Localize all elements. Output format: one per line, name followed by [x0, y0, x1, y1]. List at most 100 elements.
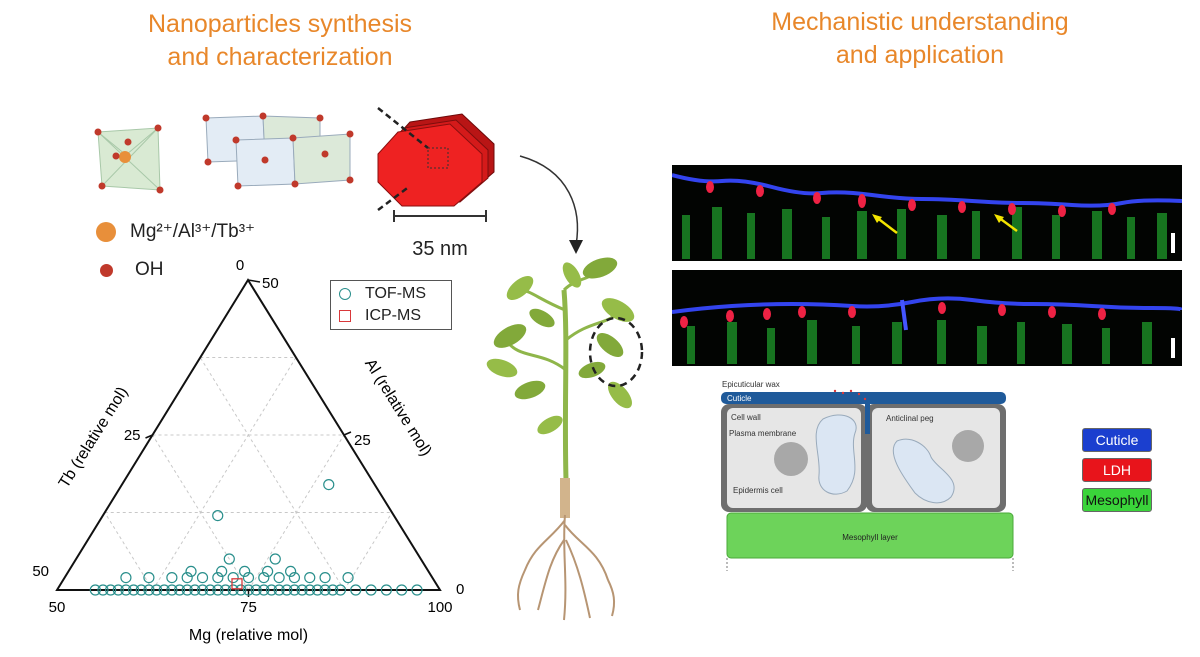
legend-item-icp: ICP-MS: [331, 305, 451, 327]
tof-ms-point: [212, 572, 224, 584]
left-title-line-1: Nanoparticles synthesis: [147, 10, 412, 38]
tick-mg-100: 100: [427, 599, 452, 616]
tof-ms-point: [319, 584, 331, 596]
ternary-legend: TOF-MS ICP-MS: [330, 280, 452, 330]
tof-ms-point: [196, 572, 209, 584]
tof-ms-point: [285, 565, 297, 577]
label-mesophyll-layer: Mesophyll layer: [842, 533, 898, 542]
tof-ms-point: [120, 584, 132, 596]
hexagonal-platelet: [377, 113, 495, 207]
tof-ms-point: [219, 584, 232, 596]
vacuole-left: [815, 414, 857, 495]
tof-ms-point: [89, 584, 101, 596]
tof-ms-marker: [339, 288, 351, 300]
label-cuticle: Cuticle: [727, 394, 752, 403]
icp-ms-marker: [339, 310, 351, 322]
hydroxide-legend: OH: [100, 259, 164, 281]
microscopy-image-top: [672, 165, 1182, 261]
tick-mark: [145, 434, 153, 439]
scale-bar: [393, 210, 487, 222]
vacuole-right: [892, 438, 955, 504]
crystal-structure-illustration: [94, 112, 354, 194]
legend-tof-label: TOF-MS: [365, 285, 427, 302]
tick-tb-50: 50: [32, 563, 49, 580]
tof-ms-point: [380, 584, 392, 596]
al-axis-label: Al (relative mol): [361, 356, 434, 459]
tof-ms-point: [258, 584, 270, 596]
nucleus-left: [774, 442, 808, 476]
mesophyll-layer: [726, 512, 1014, 559]
tof-ms-point: [212, 584, 224, 596]
tof-ms-point: [250, 584, 262, 596]
key-ldh: LDH: [1082, 458, 1152, 482]
tick-tb-0: 0: [236, 257, 244, 274]
tick-al-0: 0: [456, 581, 464, 598]
tick-mg-75: 75: [240, 599, 257, 616]
zoom-line-top: [377, 107, 429, 149]
right-title-line-1: Mechanistic understanding: [771, 8, 1069, 36]
tof-ms-point: [396, 584, 408, 596]
tof-ms-point: [350, 584, 362, 596]
tof-ms-point: [258, 572, 270, 584]
gridline: [152, 434, 249, 591]
nucleus-right: [952, 430, 984, 462]
tof-ms-point: [216, 565, 228, 577]
tof-ms-point: [196, 584, 209, 596]
zoom-line-bottom: [377, 185, 411, 211]
tof-ms-point: [265, 584, 278, 596]
tof-ms-point: [97, 584, 109, 596]
tick-al-50: 50: [262, 275, 279, 292]
tof-ms-point: [269, 553, 281, 565]
tof-ms-point: [166, 584, 178, 596]
plant-illustration: [486, 155, 644, 621]
tick-mark: [343, 431, 352, 436]
mg-axis-label: Mg (relative mol): [189, 627, 308, 644]
tof-ms-point: [342, 572, 354, 584]
tof-ms-point: [181, 584, 193, 596]
tof-ms-point: [185, 565, 197, 577]
layered-octahedra: [202, 112, 354, 190]
epidermis-diagram: Epicuticular wax Cuticle Cell wall Plasm…: [721, 380, 1014, 571]
plant-roots: [516, 478, 616, 621]
label-cell-wall: Cell wall: [731, 413, 761, 422]
tof-ms-point: [204, 584, 216, 596]
hydroxide-dot: [100, 263, 113, 277]
metal-ion-label: Mg²⁺/Al³⁺/Tb³⁺: [130, 221, 256, 242]
anticlinal-peg: [865, 404, 870, 434]
scale-bar-label: 35 nm: [412, 238, 468, 260]
ternary-data-points: [89, 479, 423, 596]
tof-ms-point: [319, 572, 331, 584]
tof-ms-point: [166, 572, 178, 584]
tof-ms-point: [262, 565, 274, 577]
tof-ms-point: [158, 584, 170, 596]
legend-icp-label: ICP-MS: [365, 307, 421, 324]
tof-ms-point: [311, 584, 324, 596]
tof-ms-point: [135, 584, 147, 596]
tof-ms-point: [273, 572, 285, 584]
tof-ms-point: [296, 584, 308, 596]
tof-ms-point: [365, 584, 377, 596]
tick-al-25: 25: [354, 432, 371, 449]
hydroxide-label: OH: [135, 259, 164, 280]
tof-ms-point: [173, 584, 186, 596]
right-title-line-2: and application: [835, 41, 1005, 69]
gridline: [343, 512, 393, 591]
right-section-title: Mechanistic understanding and applicatio…: [720, 6, 1120, 72]
tof-ms-point: [235, 584, 247, 596]
label-epicuticular-wax: Epicuticular wax: [722, 380, 780, 389]
tof-ms-point: [143, 572, 155, 584]
tof-ms-point: [223, 553, 235, 565]
nanoparticle-illustration: 35 nm: [377, 107, 495, 260]
tof-ms-point: [105, 584, 117, 596]
tof-ms-point: [128, 584, 140, 596]
tof-ms-point: [242, 584, 255, 596]
gridline: [104, 512, 154, 591]
tof-ms-point: [411, 584, 423, 596]
tick-tb-25: 25: [124, 427, 141, 444]
tof-ms-point: [242, 572, 255, 584]
tick-mark: [247, 279, 261, 283]
tof-ms-point: [327, 584, 339, 596]
tof-ms-point: [189, 584, 201, 596]
key-mesophyll: Mesophyll: [1082, 488, 1152, 512]
label-plasma-membrane: Plasma membrane: [729, 429, 797, 438]
